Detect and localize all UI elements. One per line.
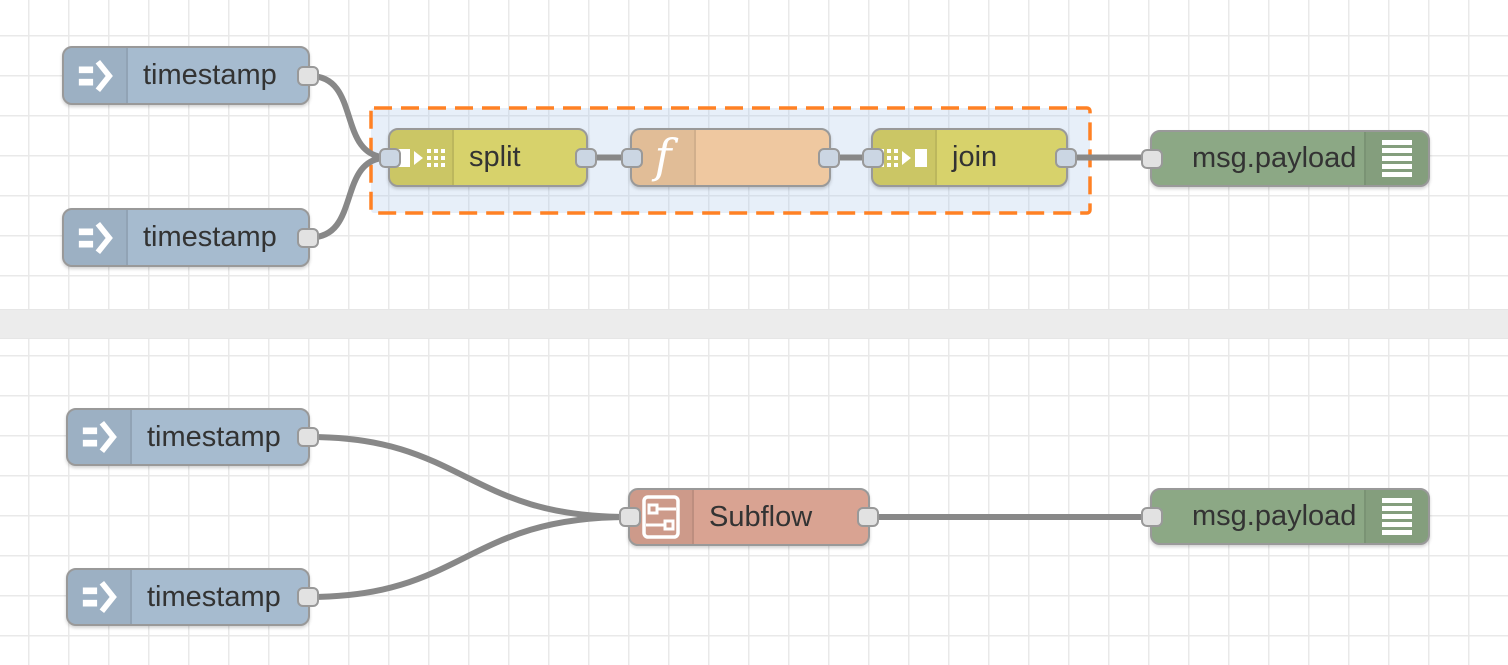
output-port[interactable] — [818, 147, 840, 168]
output-port[interactable] — [575, 147, 597, 168]
node-subflow[interactable]: Subflow — [619, 488, 879, 546]
wire[interactable] — [307, 154, 391, 241]
output-port[interactable] — [1055, 147, 1077, 168]
split-icon — [398, 148, 445, 167]
node-join[interactable]: join — [862, 128, 1077, 187]
input-port[interactable] — [379, 147, 401, 168]
function-f-icon: f — [654, 128, 672, 183]
node-inject-timestamp-top-2[interactable]: timestamp — [18, 208, 319, 267]
input-port[interactable] — [1141, 148, 1163, 169]
node-inject-timestamp-bottom-2[interactable]: timestamp — [22, 568, 319, 626]
arrow-right-icon — [82, 580, 117, 614]
output-port[interactable] — [857, 507, 879, 527]
arrow-right-icon — [78, 221, 113, 254]
node-label: timestamp — [143, 221, 277, 253]
wire[interactable] — [307, 514, 631, 600]
input-port[interactable] — [619, 507, 641, 527]
node-inject-timestamp-top-1[interactable]: timestamp — [18, 46, 319, 105]
inject-icon-region — [68, 570, 132, 624]
node-debug-bottom[interactable]: msg.payload — [1141, 488, 1476, 545]
list-lines-icon — [1382, 139, 1412, 177]
debug-icon-region — [1364, 490, 1428, 543]
inject-icon-region — [64, 48, 128, 103]
output-port[interactable] — [297, 427, 319, 447]
node-split[interactable]: split — [379, 128, 597, 187]
node-label: msg.payload — [1192, 500, 1357, 532]
node-label: timestamp — [147, 420, 281, 453]
list-lines-icon — [1382, 497, 1412, 535]
wire[interactable] — [307, 73, 391, 161]
arrow-right-icon — [78, 59, 113, 92]
wire[interactable] — [307, 434, 631, 520]
node-label: split — [469, 141, 521, 173]
node-function[interactable]: f — [621, 128, 840, 187]
inject-icon-region — [64, 210, 128, 265]
debug-icon-region — [1364, 132, 1428, 185]
inject-icon-region — [68, 410, 132, 464]
node-label: timestamp — [143, 59, 277, 91]
output-port[interactable] — [297, 587, 319, 607]
join-icon — [880, 148, 927, 167]
subflow-box-icon — [642, 495, 680, 539]
input-port[interactable] — [1141, 506, 1163, 527]
input-port[interactable] — [862, 147, 884, 168]
node-label: join — [952, 141, 998, 173]
node-label: Subflow — [709, 500, 813, 533]
node-label: msg.payload — [1192, 142, 1357, 174]
node-label — [696, 130, 829, 185]
output-port[interactable] — [297, 65, 319, 86]
node-debug-top[interactable]: msg.payload — [1141, 130, 1476, 187]
node-label: timestamp — [147, 580, 281, 613]
node-inject-timestamp-bottom-1[interactable]: timestamp — [22, 408, 319, 466]
input-port[interactable] — [621, 147, 643, 168]
section-divider — [0, 309, 1508, 339]
arrow-right-icon — [82, 420, 117, 454]
output-port[interactable] — [297, 227, 319, 248]
